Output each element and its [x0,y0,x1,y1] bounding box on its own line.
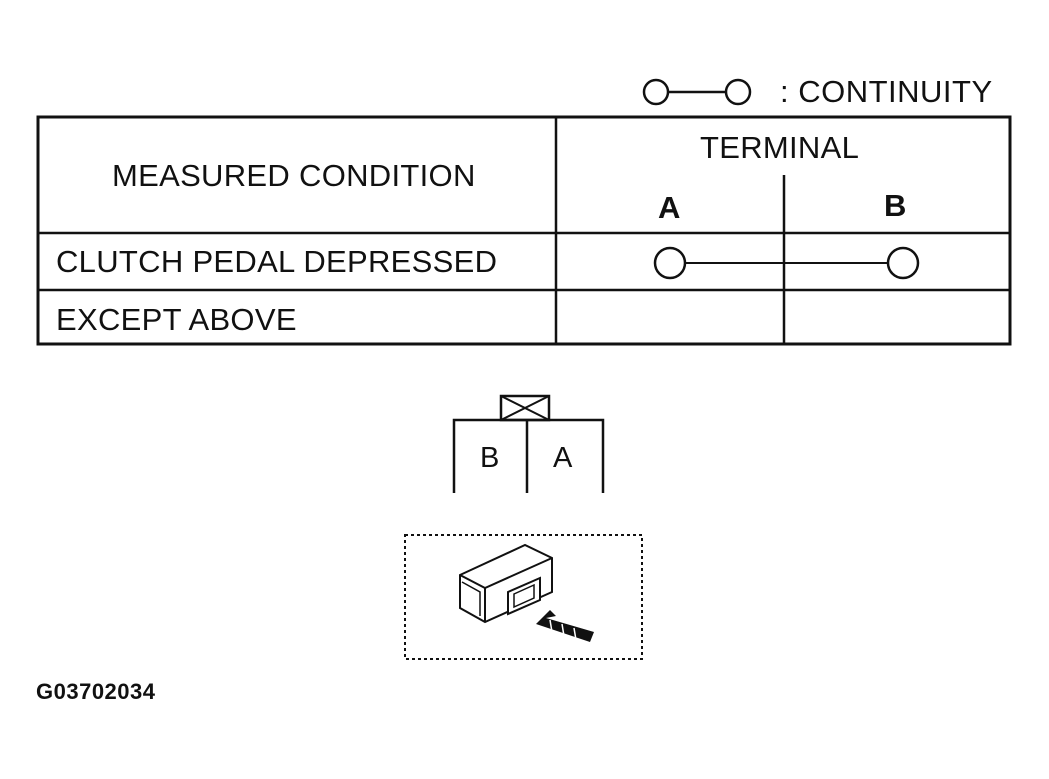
connector-terminal-a: A [553,442,573,474]
continuity-symbol-icon [642,78,752,106]
connector-lock-icon [452,394,605,493]
connector-terminal-b: B [480,442,500,474]
continuity-row1-symbol [653,246,920,280]
pointer-arrow-icon [536,610,594,642]
terminal-a-header: A [658,190,681,225]
row-except-above: EXCEPT ABOVE [56,302,297,337]
connector-face-diagram: B A [440,388,620,503]
measured-condition-header: MEASURED CONDITION [112,158,476,193]
part-illustration [400,530,650,670]
row-clutch-pedal-depressed: CLUTCH PEDAL DEPRESSED [56,244,498,279]
terminal-header: TERMINAL [700,130,860,165]
terminal-b-header: B [884,188,907,223]
continuity-legend: : CONTINUITY [642,72,1012,112]
continuity-legend-label: : CONTINUITY [780,74,993,109]
switch-connector-icon [404,534,643,660]
figure-code: G03702034 [36,679,156,704]
